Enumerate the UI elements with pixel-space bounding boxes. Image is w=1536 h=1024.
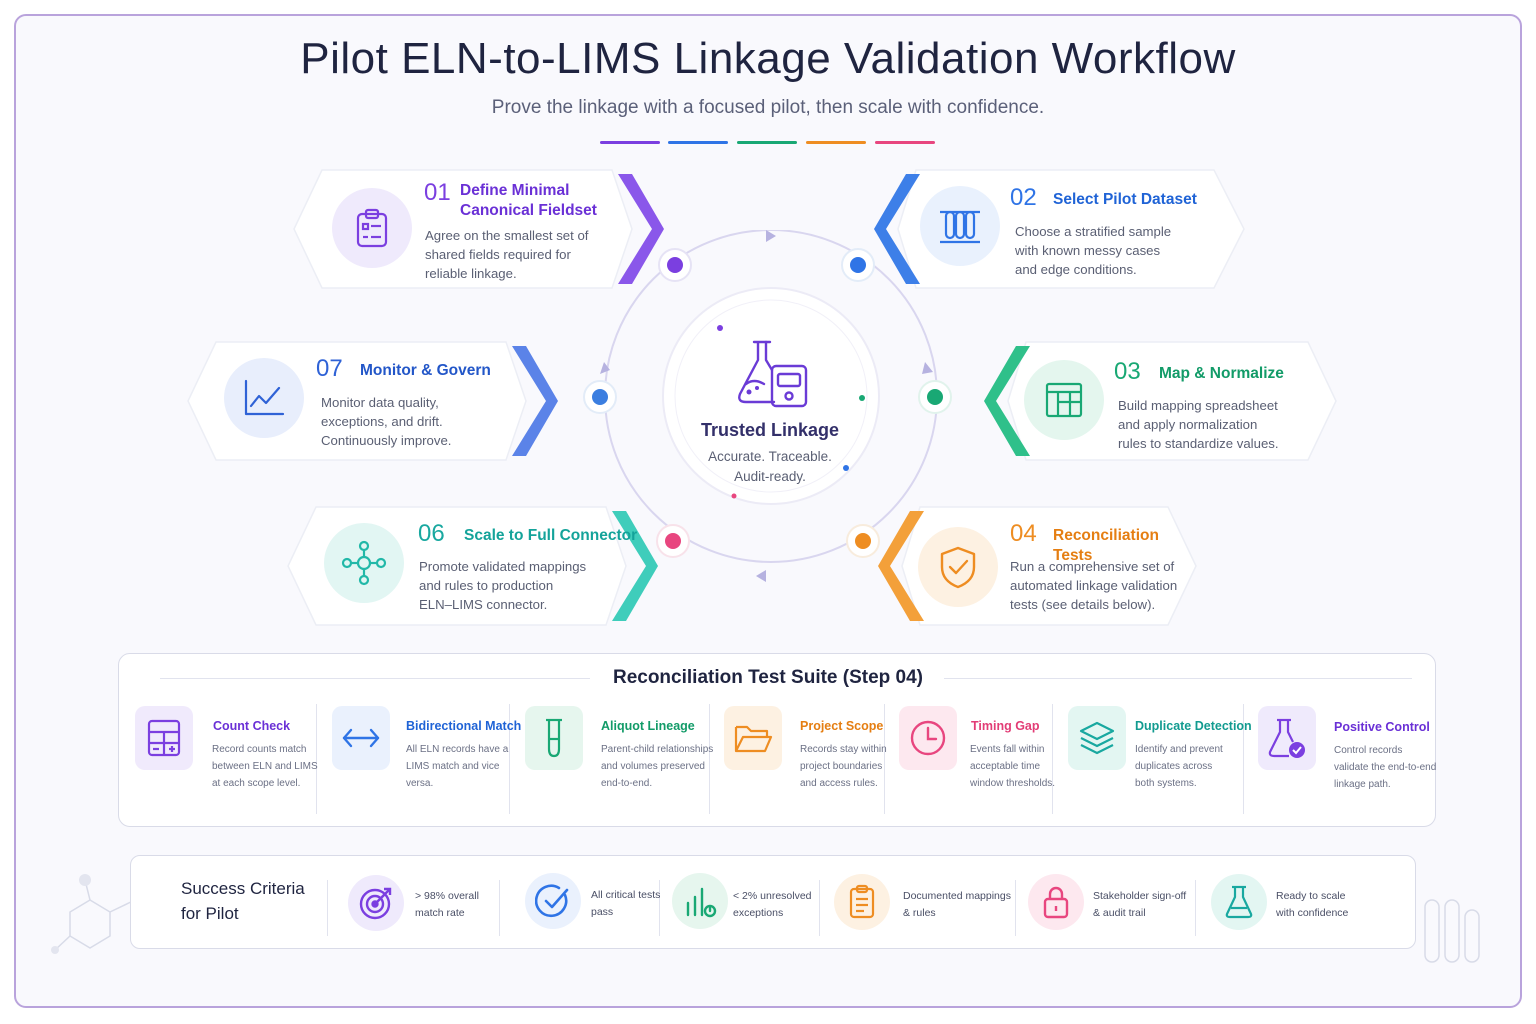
step-card-03[interactable]: 03 Map & Normalize Build mapping spreads…	[982, 340, 1338, 462]
test-title: Project Scope	[800, 719, 884, 733]
step-title: Scale to Full Connector	[464, 527, 638, 544]
test-tubes-icon	[920, 186, 1000, 266]
divider-purple	[600, 141, 660, 144]
step-title: Monitor & Govern	[360, 362, 491, 379]
flask-device-icon	[738, 340, 808, 408]
test-title: Bidirectional Match	[406, 719, 522, 733]
test-title: Aliquot Lineage	[601, 719, 695, 733]
test-title: Timing Gap	[971, 719, 1040, 733]
calculator-icon	[135, 706, 193, 770]
divider	[659, 880, 660, 936]
step-description: Monitor data quality,exceptions, and dri…	[321, 395, 452, 448]
document-icon	[834, 874, 890, 930]
lock-icon	[1028, 874, 1084, 930]
divider	[509, 704, 510, 814]
divider-pink	[875, 141, 935, 144]
step-number: 01	[424, 179, 451, 206]
step-card-06[interactable]: 06 Scale to Full Connector Promote valid…	[286, 505, 658, 627]
node-step-01	[658, 248, 692, 282]
divider-blue	[668, 141, 728, 144]
node-step-07	[583, 380, 617, 414]
divider	[1243, 704, 1244, 814]
line-chart-icon	[224, 358, 304, 438]
divider	[884, 704, 885, 814]
bar-chart-icon	[672, 873, 728, 929]
divider	[1015, 880, 1016, 936]
divider	[1052, 704, 1053, 814]
divider	[709, 704, 710, 814]
step-title: Map & Normalize	[1159, 365, 1284, 382]
step-card-07[interactable]: 07 Monitor & Govern Monitor data quality…	[186, 340, 558, 462]
test-title: Count Check	[213, 719, 291, 733]
step-number: 04	[1010, 520, 1037, 547]
folder-icon	[724, 706, 782, 770]
clock-icon	[899, 706, 957, 770]
step-number: 07	[316, 355, 343, 382]
network-icon	[324, 523, 404, 603]
suite-title-rule-right	[944, 678, 1412, 679]
target-icon	[348, 875, 404, 931]
node-step-03	[918, 380, 952, 414]
shield-check-icon	[918, 527, 998, 607]
divider	[499, 880, 500, 936]
divider	[327, 880, 328, 936]
center-title: Trusted Linkage	[700, 420, 840, 440]
node-step-02	[841, 248, 875, 282]
success-criteria-panel	[130, 855, 1416, 949]
success-text: Documented mappings& rules	[903, 890, 1011, 919]
step-card-04[interactable]: 04 Reconciliation Tests Run a comprehens…	[876, 505, 1198, 627]
test-tube-icon	[525, 706, 583, 770]
divider-orange	[806, 141, 866, 144]
step-number: 03	[1114, 358, 1141, 385]
page-subtitle: Prove the linkage with a focused pilot, …	[491, 97, 1045, 118]
suite-title: Reconciliation Test Suite (Step 04)	[612, 667, 924, 688]
page-title: Pilot ELN-to-LIMS Linkage Validation Wor…	[300, 34, 1236, 83]
flask-check-icon	[1258, 706, 1316, 770]
layers-icon	[1068, 706, 1126, 770]
spreadsheet-icon	[1024, 360, 1104, 440]
step-title: Select Pilot Dataset	[1053, 191, 1197, 208]
node-step-04	[846, 524, 880, 558]
divider	[1195, 880, 1196, 936]
flask-icon	[1211, 874, 1267, 930]
suite-title-rule-left	[160, 678, 590, 679]
step-number: 06	[418, 520, 445, 547]
clipboard-icon	[332, 188, 412, 268]
center-description: Accurate. Traceable.Audit-ready.	[708, 449, 832, 484]
test-title: Positive Control	[1334, 720, 1430, 734]
check-circle-icon	[525, 873, 581, 929]
test-title: Duplicate Detection	[1135, 719, 1252, 733]
step-number: 02	[1010, 184, 1037, 211]
arrows-left-right-icon	[332, 706, 390, 770]
divider	[316, 704, 317, 814]
divider	[819, 880, 820, 936]
outer-frame	[14, 14, 1522, 1008]
success-text: Stakeholder sign-off& audit trail	[1093, 890, 1187, 919]
divider-green	[737, 141, 797, 144]
node-step-06	[656, 524, 690, 558]
step-title: Reconciliation Tests	[1053, 527, 1159, 564]
step-card-02[interactable]: 02 Select Pilot Dataset Choose a stratif…	[872, 168, 1246, 290]
